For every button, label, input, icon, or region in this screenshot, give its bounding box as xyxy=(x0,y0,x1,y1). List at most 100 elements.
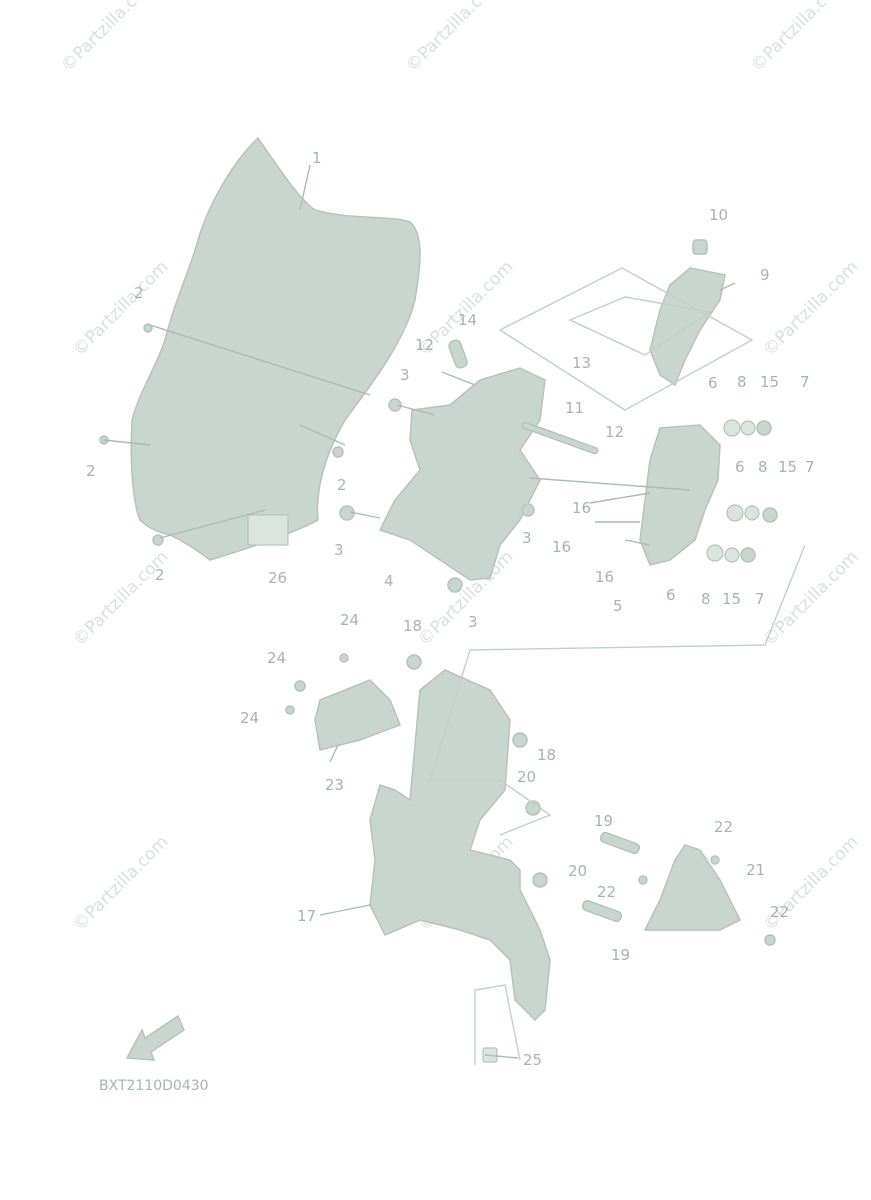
cap-shape xyxy=(692,239,708,255)
washer-icon xyxy=(706,544,724,562)
callout-label: 17 xyxy=(297,907,316,925)
nut-icon xyxy=(756,420,772,436)
callout-label: 20 xyxy=(517,768,536,786)
callout-label: 23 xyxy=(325,776,344,794)
washer-icon xyxy=(740,420,756,436)
callout-label: 7 xyxy=(800,373,810,391)
nut-icon xyxy=(388,398,402,412)
washer-icon xyxy=(723,419,741,437)
callout-label: 4 xyxy=(384,572,394,590)
callout-label: 22 xyxy=(714,818,733,836)
callout-label: 18 xyxy=(403,617,422,635)
callout-label: 24 xyxy=(340,611,359,629)
bracket-shape xyxy=(378,367,546,581)
callout-label: 7 xyxy=(805,458,815,476)
callout-label: 20 xyxy=(568,862,587,880)
collar-icon xyxy=(581,899,623,923)
callout-label: 15 xyxy=(778,458,797,476)
washer-icon xyxy=(744,505,760,521)
leader-lines xyxy=(103,164,736,1059)
callout-label: 2 xyxy=(337,476,347,494)
callout-label: 16 xyxy=(572,499,591,517)
nut-icon xyxy=(532,872,548,888)
callout-label: 21 xyxy=(746,861,765,879)
watermark: ©Partzilla.com xyxy=(57,0,160,76)
callout-label: 11 xyxy=(565,399,584,417)
pin-icon xyxy=(448,339,468,369)
watermark: ©Partzilla.com xyxy=(69,257,172,360)
callout-label: 24 xyxy=(240,709,259,727)
nut-icon xyxy=(447,577,463,593)
callout-label: 2 xyxy=(155,566,165,584)
callout-label: 19 xyxy=(594,812,613,830)
callout-label: 15 xyxy=(760,373,779,391)
callout-label: 12 xyxy=(415,336,434,354)
bolt-icon xyxy=(294,680,306,692)
bolt-icon xyxy=(339,653,349,663)
callout-label: 3 xyxy=(468,613,478,631)
bolt-icon xyxy=(710,855,720,865)
nut-icon xyxy=(740,547,756,563)
watermark: ©Partzilla.com xyxy=(759,257,862,360)
callout-label: 7 xyxy=(755,590,765,608)
adjuster-plate-shape xyxy=(639,424,721,566)
bolt-icon xyxy=(285,705,295,715)
front-direction-arrow-icon xyxy=(125,1014,185,1061)
callout-label: 3 xyxy=(522,529,532,547)
watermark: ©Partzilla.com xyxy=(747,0,850,76)
callout-label: 6 xyxy=(735,458,745,476)
callout-label: 16 xyxy=(552,538,571,556)
callout-label: 24 xyxy=(267,649,286,667)
hardware xyxy=(99,323,778,1063)
callout-label: 1 xyxy=(312,149,322,167)
callout-label: 6 xyxy=(708,374,718,392)
callout-label: 22 xyxy=(770,903,789,921)
label-sticker-shape xyxy=(247,514,289,546)
nut-icon xyxy=(512,732,528,748)
callout-label: 2 xyxy=(134,284,144,302)
callout-label: 15 xyxy=(722,590,741,608)
callout-label: 5 xyxy=(613,597,623,615)
callout-label: 26 xyxy=(268,569,287,587)
callout-label: 8 xyxy=(701,590,711,608)
nut-icon xyxy=(406,654,422,670)
watermark: ©Partzilla.com xyxy=(69,832,172,935)
callout-label: 10 xyxy=(709,206,728,224)
nut-icon xyxy=(762,507,778,523)
nut-icon xyxy=(521,503,535,517)
callouts: 1 2 2 2 2 3 3 3 3 4 5 6 6 6 7 7 7 8 8 8 … xyxy=(86,149,815,1069)
windscreen-shape xyxy=(130,136,421,561)
washer-icon xyxy=(726,504,744,522)
callout-label: 18 xyxy=(537,746,556,764)
bolt-icon xyxy=(332,446,344,458)
callout-label: 16 xyxy=(595,568,614,586)
callout-label: 13 xyxy=(572,354,591,372)
callout-label: 14 xyxy=(458,311,477,329)
callout-label: 9 xyxy=(760,266,770,284)
callout-label: 8 xyxy=(737,373,747,391)
callout-label: 8 xyxy=(758,458,768,476)
group-frames xyxy=(429,267,806,1065)
callout-label: 25 xyxy=(523,1051,542,1069)
side-cover-right-shape xyxy=(643,844,742,931)
bolt-icon xyxy=(764,934,776,946)
diagram-code: BXT2110D0430 xyxy=(99,1078,209,1094)
stay-frame-shape xyxy=(369,669,551,1022)
callout-label: 6 xyxy=(666,586,676,604)
callout-label: 3 xyxy=(334,541,344,559)
collar-icon xyxy=(599,831,641,855)
callout-label: 19 xyxy=(611,946,630,964)
bolt-icon xyxy=(143,323,153,333)
watermark: ©Partzilla.com xyxy=(402,0,505,76)
callout-label: 2 xyxy=(86,462,96,480)
washer-icon xyxy=(724,547,740,563)
callout-label: 22 xyxy=(597,883,616,901)
side-cover-left-shape xyxy=(314,679,401,751)
callout-label: 12 xyxy=(605,423,624,441)
bolt-icon xyxy=(638,875,648,885)
watermark: ©Partzilla.com xyxy=(69,547,172,650)
watermark: ©Partzilla.com xyxy=(759,547,862,650)
rod-icon xyxy=(521,421,599,455)
